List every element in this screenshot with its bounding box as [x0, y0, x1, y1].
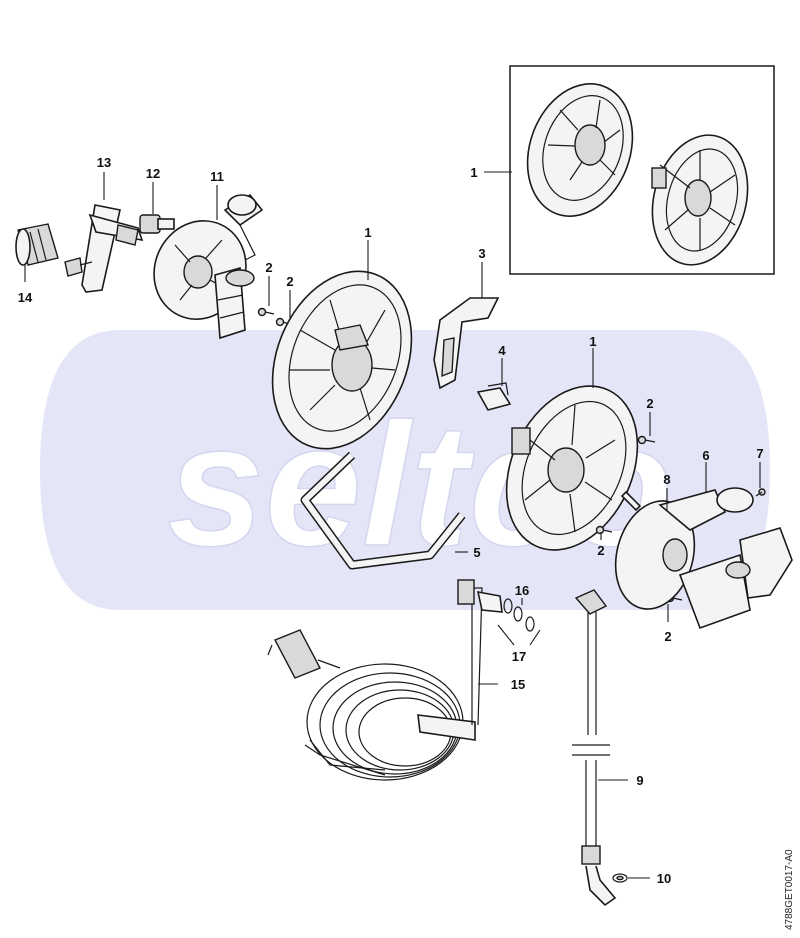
- leader-lines: [24, 171, 761, 879]
- callout-14: 14: [18, 290, 33, 305]
- callout-2-b: 2: [286, 274, 293, 289]
- callout-8: 8: [663, 472, 670, 487]
- document-code: 4788GET0017-A0: [784, 849, 795, 930]
- callout-1-inset: 1: [470, 165, 477, 180]
- callout-7: 7: [756, 446, 763, 461]
- callout-10: 10: [657, 871, 671, 886]
- part-15-hose-coil: [267, 579, 503, 781]
- part-12-bolt: [139, 214, 175, 234]
- callout-3: 3: [478, 246, 485, 261]
- part-3-guide-bracket: [433, 297, 500, 390]
- callout-6: 6: [702, 448, 709, 463]
- callout-9: 9: [636, 773, 643, 788]
- part-14-handle-grip: [15, 223, 59, 266]
- part-11-side-frame-left: [153, 193, 264, 340]
- part-1-hose-reel-disc-main: [271, 270, 413, 450]
- callout-2-c: 2: [646, 396, 653, 411]
- callout-labels: 1 13 12 11 1 2 2 14 3 4 1 2 2 6 7 8 2 5 …: [18, 155, 764, 886]
- callout-5: 5: [473, 545, 480, 560]
- callout-12: 12: [146, 166, 160, 181]
- part-2-screw-a: [257, 307, 275, 317]
- callout-15: 15: [511, 677, 525, 692]
- part-4-clip: [476, 382, 512, 411]
- callout-17: 17: [512, 649, 526, 664]
- part-10-washer: [612, 873, 628, 883]
- inset-frame: [509, 65, 775, 275]
- callout-11: 11: [210, 169, 224, 184]
- part-2-screw-c: [637, 435, 656, 445]
- part-9-connecting-hose: [572, 589, 617, 907]
- callout-13: 13: [97, 155, 111, 170]
- callout-16: 16: [515, 583, 529, 598]
- part-6-side-frame-right: [614, 487, 793, 630]
- part-5-guide-rod: [300, 451, 466, 570]
- callout-2-d: 2: [597, 543, 604, 558]
- inset-hose-reel-disc-right: [651, 134, 749, 266]
- inset-hose-reel-disc-left: [526, 83, 634, 217]
- part-1-hose-reel-disc-right: [505, 385, 639, 551]
- callout-2-a: 2: [265, 260, 272, 275]
- part-8-pin: [620, 490, 642, 512]
- callout-1-main: 1: [364, 225, 371, 240]
- callout-4: 4: [498, 343, 506, 358]
- part-7-screw: [755, 488, 766, 497]
- callout-1-right: 1: [589, 334, 596, 349]
- callout-2-e: 2: [664, 629, 671, 644]
- part-16-17-seal-rings: [503, 598, 535, 632]
- part-13-crank-handle: [64, 204, 144, 293]
- part-2-screw-d: [595, 525, 613, 535]
